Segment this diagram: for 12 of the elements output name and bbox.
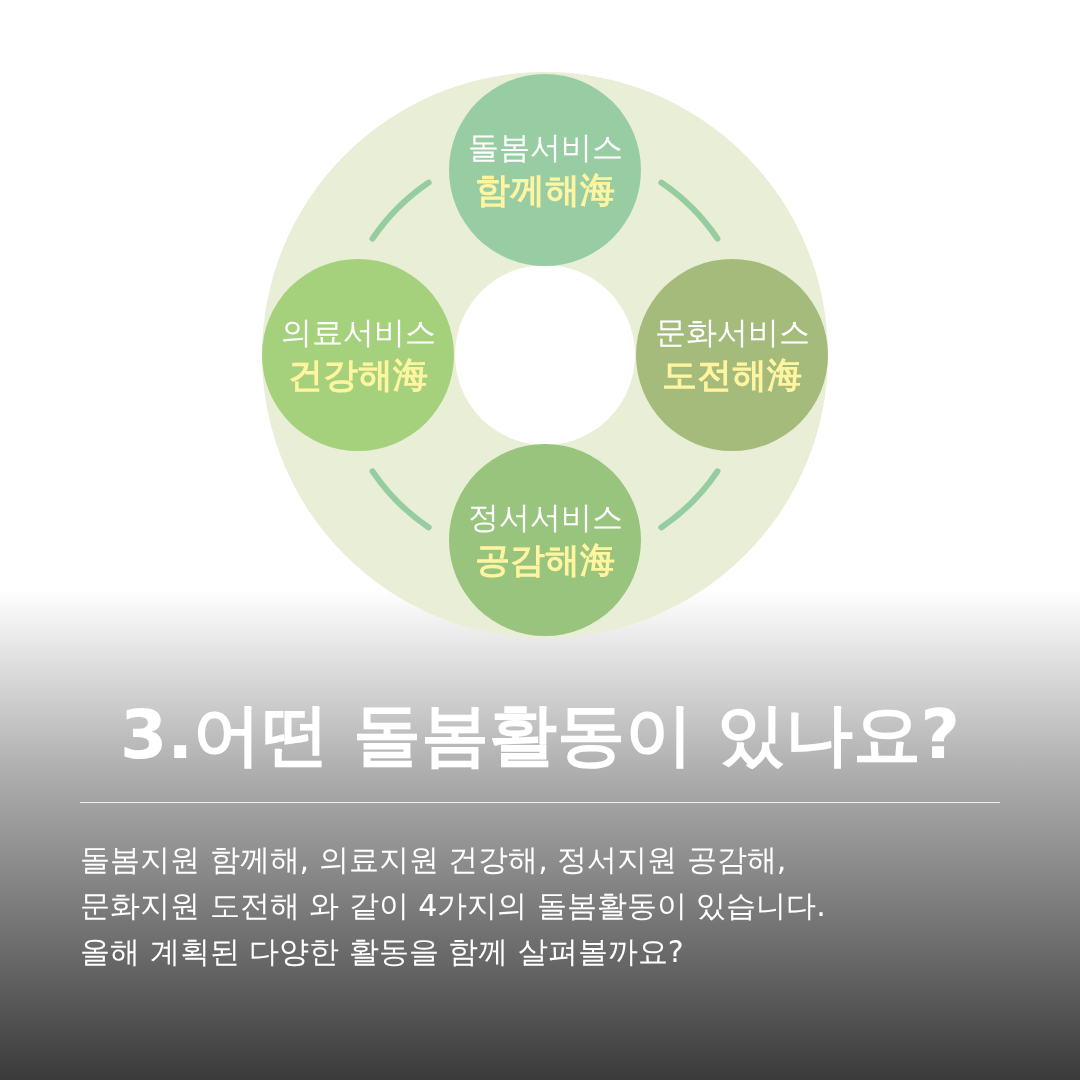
service-name: 공감해海 [475,539,615,582]
description-text: 돌봄지원 함께해, 의료지원 건강해, 정서지원 공감해, [80,841,787,879]
service-category: 의료서비스 [280,313,436,352]
description-text: 올해 계획된 다양한 활동을 함께 살펴볼까요? [80,933,684,971]
service-name: 건강해海 [288,354,428,397]
service-category: 돌봄서비스 [467,128,623,167]
service-name: 도전해海 [662,354,802,397]
heading: 3.어떤 돌봄활동이 있나요? [119,694,961,776]
service-category: 정서서비스 [467,498,623,537]
service-category: 문화서비스 [654,313,810,352]
description-text: 문화지원 도전해 와 같이 4가지의 돌봄활동이 있습니다. [80,887,826,925]
service-name: 함께해海 [475,169,615,212]
